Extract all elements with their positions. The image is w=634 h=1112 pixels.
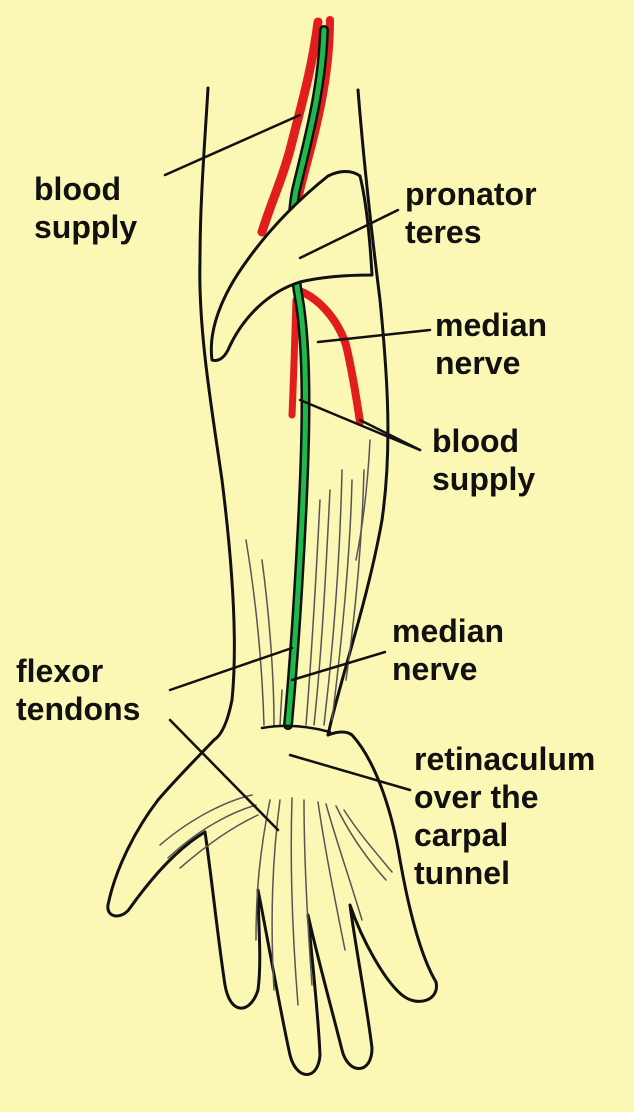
label-pronator-teres: pronator teres — [405, 175, 537, 251]
label-line: supply — [34, 208, 137, 246]
label-line: pronator — [405, 175, 537, 213]
label-line: carpal — [414, 816, 595, 854]
tendon-strand — [291, 798, 298, 1005]
label-line: nerve — [392, 650, 504, 688]
label-median-nerve-lower: median nerve — [392, 612, 504, 688]
tendon-strand — [280, 690, 282, 725]
label-line: retinaculum — [414, 740, 595, 778]
leader-blood-supply-upper — [165, 115, 300, 175]
label-line: tunnel — [414, 854, 595, 892]
artery-lower-left — [292, 300, 296, 415]
label-blood-supply-lower: blood supply — [432, 422, 535, 498]
label-line: median — [435, 306, 547, 344]
leader-flexor-tendons-2 — [170, 720, 278, 830]
label-line: blood — [432, 422, 535, 460]
tendon-strand — [304, 800, 312, 985]
leader-retinaculum — [290, 755, 410, 790]
tendon-strand — [344, 810, 392, 872]
label-line: tendons — [16, 690, 140, 728]
label-retinaculum: retinaculum over the carpal tunnel — [414, 740, 595, 892]
tendon-strand — [346, 470, 364, 680]
tendon-strand — [262, 560, 274, 725]
label-line: median — [392, 612, 504, 650]
label-line: nerve — [435, 344, 547, 382]
label-line: flexor — [16, 652, 140, 690]
artery-lower-right — [302, 292, 360, 422]
label-flexor-tendons: flexor tendons — [16, 652, 140, 728]
label-blood-supply-upper: blood supply — [34, 170, 137, 246]
label-line: over the — [414, 778, 595, 816]
tendon-strand — [336, 806, 386, 880]
leader-median-nerve-upper — [318, 330, 430, 342]
label-median-nerve-upper: median nerve — [435, 306, 547, 382]
tendon-strand — [246, 540, 264, 725]
label-line: blood — [34, 170, 137, 208]
wrist-crease — [262, 726, 330, 732]
label-line: teres — [405, 213, 537, 251]
forearm-left-edge — [200, 88, 235, 740]
label-line: supply — [432, 460, 535, 498]
leader-median-nerve-lower — [292, 652, 385, 680]
